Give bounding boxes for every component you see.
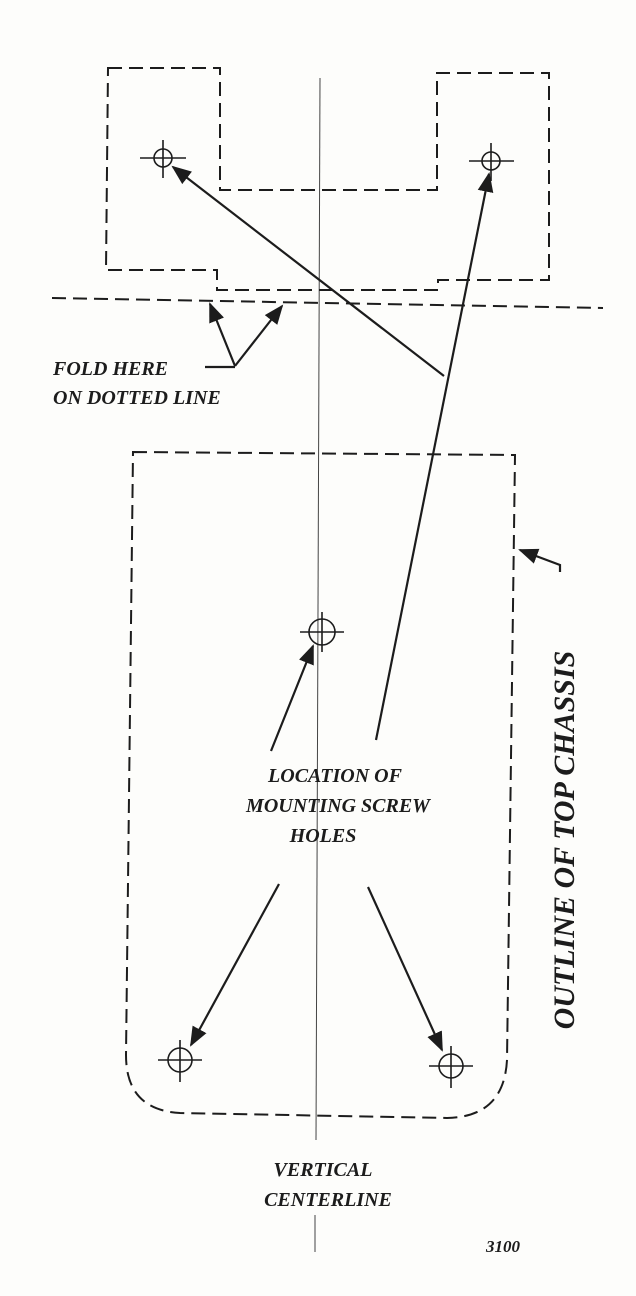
upper-left-hole	[140, 140, 186, 178]
leader-upper-left	[171, 165, 445, 377]
lower-left-hole	[158, 1040, 202, 1082]
fold-line	[51, 297, 604, 309]
figure-number: 3100	[485, 1237, 521, 1256]
outline-leader	[518, 548, 562, 572]
top-flap-outline	[104, 67, 550, 291]
centerline-label-line2: CENTERLINE	[264, 1189, 392, 1211]
vertical-centerline	[315, 77, 321, 1141]
leader-lower-left	[190, 883, 280, 1047]
leader-lower-right	[366, 886, 444, 1052]
centerline-label-line1: VERTICAL	[274, 1159, 373, 1181]
outline-label: OUTLINE OF TOP CHASSIS	[548, 651, 581, 1030]
upper-right-hole	[469, 143, 514, 181]
lower-chassis-outline	[124, 450, 517, 1120]
fold-arrow-right	[234, 304, 284, 367]
fold-label-line2: ON DOTTED LINE	[53, 387, 221, 409]
fold-label-line1: FOLD HERE	[52, 358, 168, 380]
leader-upper-right	[374, 172, 494, 741]
mount-label-line1: LOCATION OF	[267, 765, 403, 787]
mount-label-line2: MOUNTING SCREW	[245, 795, 431, 817]
lower-right-hole	[429, 1046, 473, 1088]
mount-label-line3: HOLES	[289, 825, 357, 847]
fold-arrow-left	[208, 302, 237, 367]
center-hole	[300, 612, 344, 652]
leader-center	[269, 644, 315, 752]
